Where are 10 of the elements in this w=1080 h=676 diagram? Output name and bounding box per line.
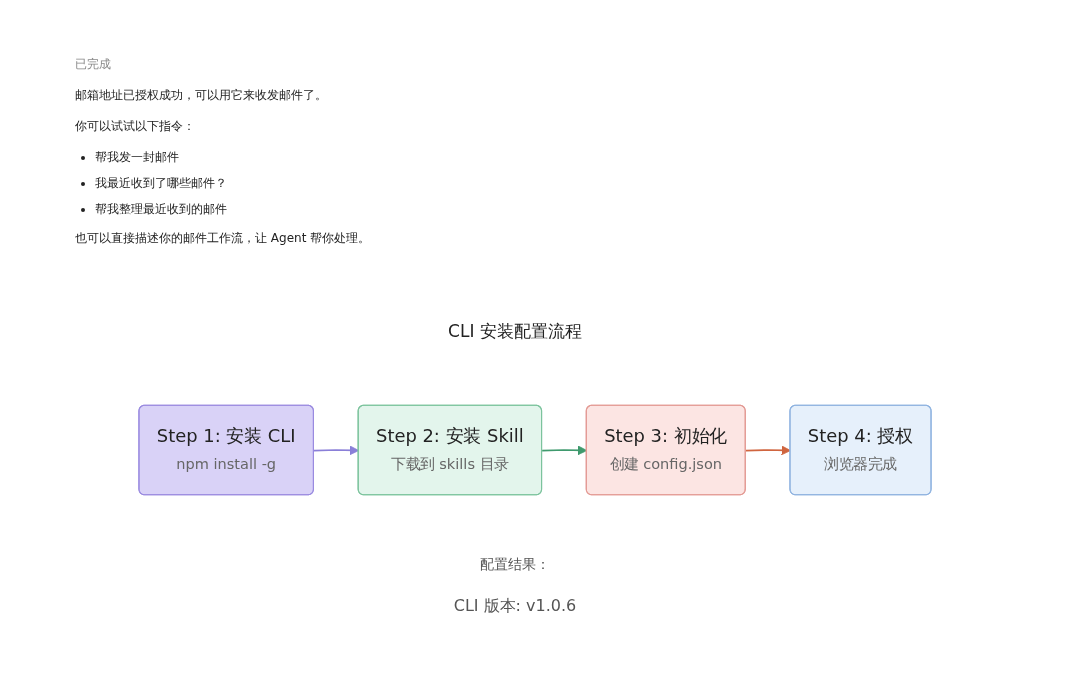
result-text: CLI 版本: v1.0.6	[452, 596, 578, 617]
message-text: 邮箱地址已授权成功，可以用它来收发邮件了。	[75, 87, 328, 104]
list-item: 我最近收到了哪些邮件？	[95, 175, 227, 192]
status-text: 已完成	[75, 56, 112, 73]
message-text: 也可以直接描述你的邮件工作流，让 Agent 帮你处理。	[75, 230, 371, 247]
message-text: 你可以试试以下指令：	[75, 118, 196, 135]
result-heading: 配置结果：	[479, 556, 551, 574]
list-item: 帮我发一封邮件	[95, 149, 179, 166]
list-item: 帮我整理最近收到的邮件	[95, 201, 227, 218]
diagram-title: CLI 安装配置流程	[447, 320, 583, 343]
